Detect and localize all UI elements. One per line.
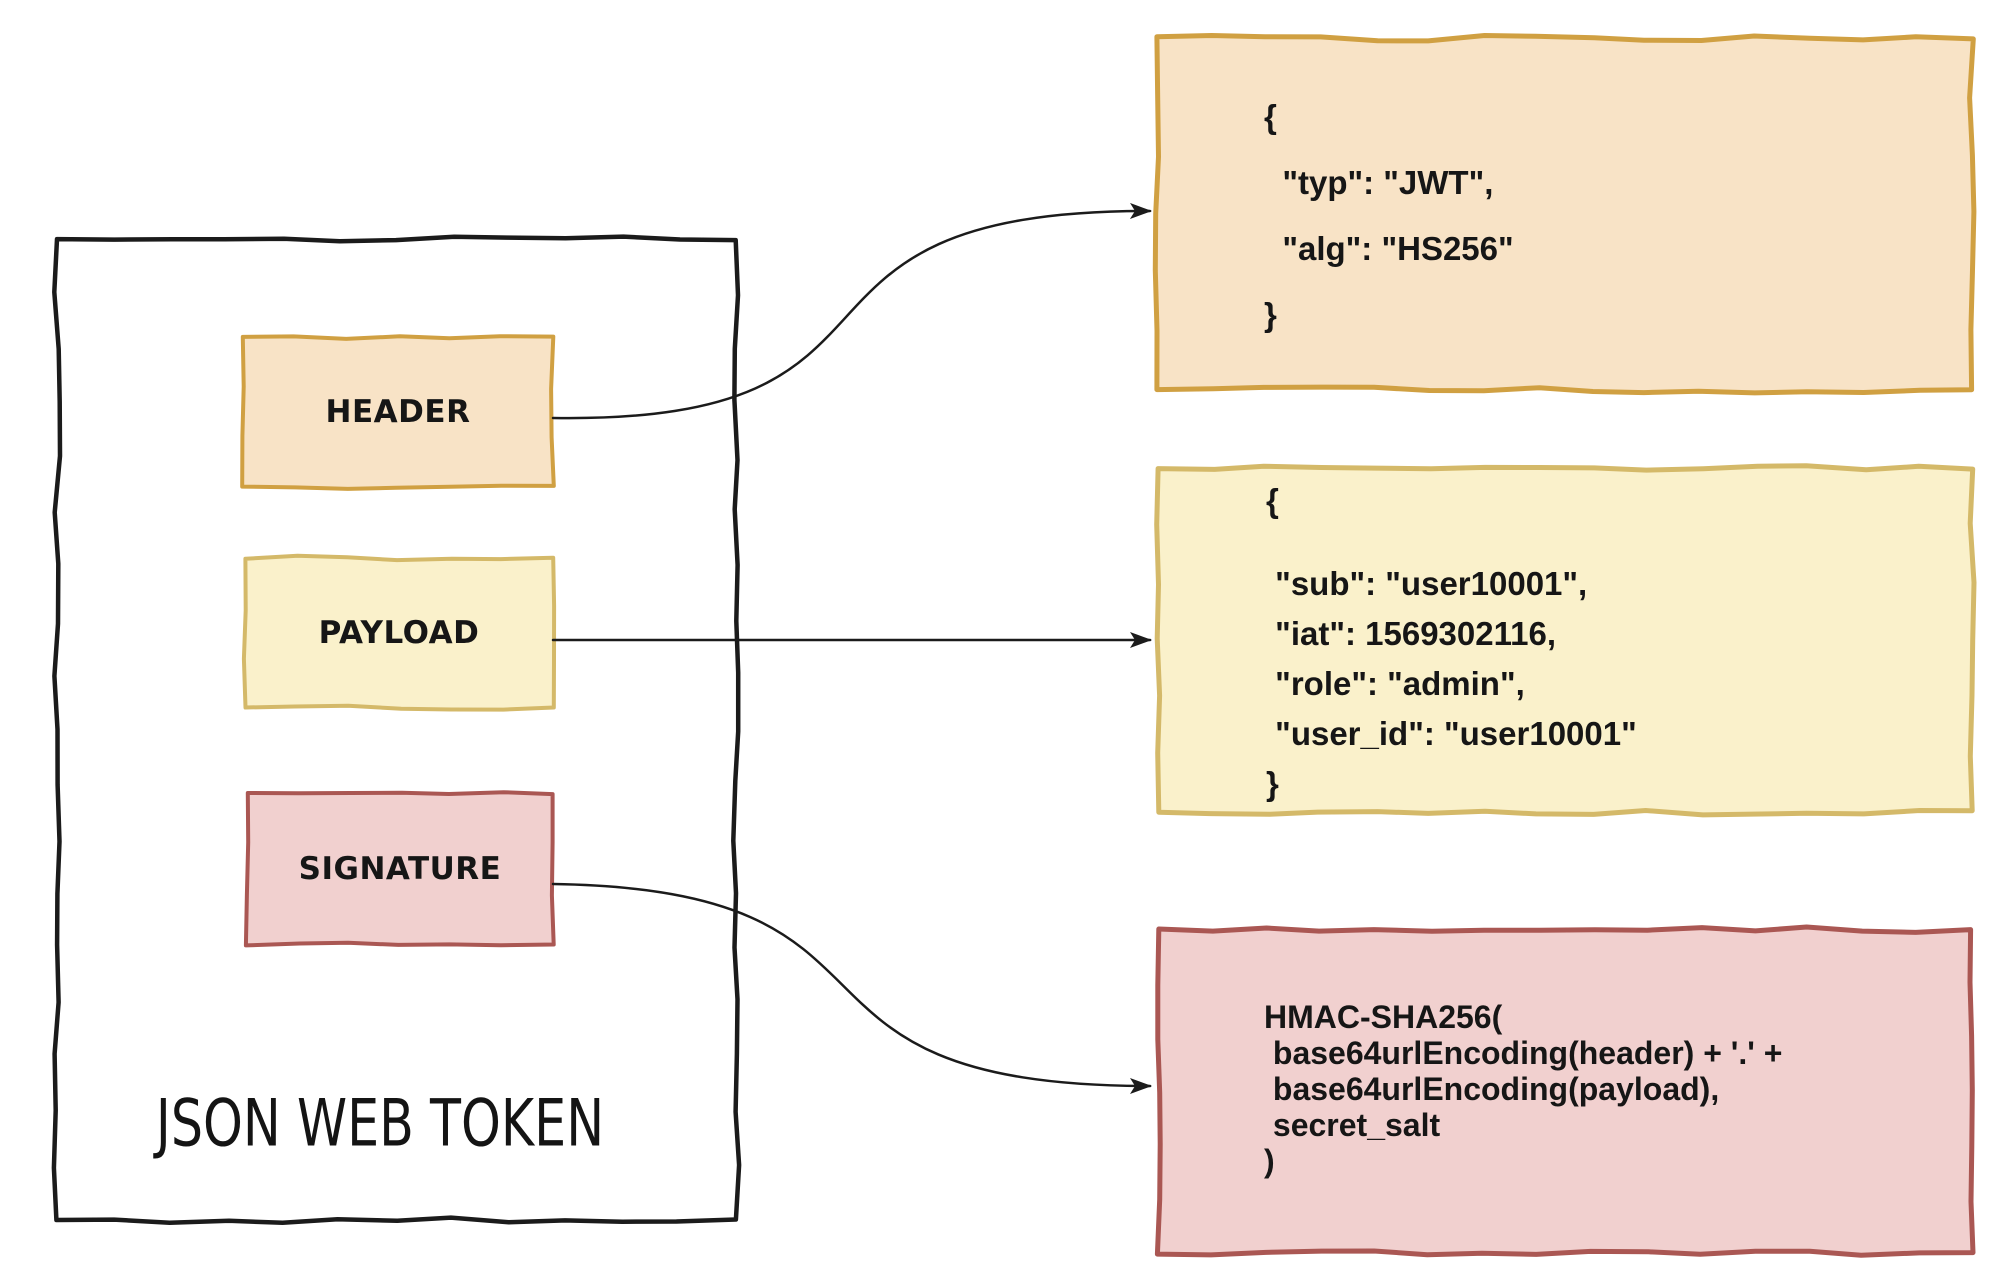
- code-line: "user_id": "user10001": [1266, 715, 1637, 752]
- code-line: base64urlEncoding(header) + '.' +: [1264, 1035, 1783, 1071]
- code-line: {: [1264, 98, 1277, 135]
- header-box: [240, 334, 556, 491]
- code-line: "typ": "JWT",: [1264, 164, 1494, 201]
- code-line: }: [1266, 765, 1279, 802]
- signature-formula-code-block: HMAC-SHA256( base64urlEncoding(header) +…: [1264, 999, 1782, 1179]
- code-line: secret_salt: [1264, 1107, 1441, 1143]
- code-line: }: [1264, 296, 1277, 333]
- signature-content-box: [1154, 924, 1976, 1258]
- code-line: "role": "admin",: [1266, 665, 1525, 702]
- signature-box: [243, 790, 556, 948]
- code-line: "alg": "HS256": [1264, 230, 1514, 267]
- diagram-title: JSON WEB TOKEN: [155, 1086, 605, 1162]
- code-line: "sub": "user10001",: [1266, 565, 1588, 602]
- signature-arrow: [551, 882, 1152, 1094]
- payload-content-box: [1154, 463, 1977, 818]
- header-json-code-block: { "typ": "JWT", "alg": "HS256"}: [1264, 84, 1514, 348]
- code-line: {: [1266, 482, 1279, 519]
- code-line: base64urlEncoding(payload),: [1264, 1071, 1720, 1107]
- header-content-box: [1152, 33, 1977, 396]
- jwt-outer-box: [51, 234, 742, 1226]
- code-line: HMAC-SHA256(: [1264, 999, 1503, 1035]
- payload-json-code-block: { "sub": "user10001", "iat": 1569302116,…: [1266, 476, 1637, 809]
- code-line: ): [1264, 1143, 1275, 1179]
- payload-box: [241, 553, 557, 712]
- header-arrow: [551, 202, 1152, 420]
- code-line: "iat": 1569302116,: [1266, 615, 1557, 652]
